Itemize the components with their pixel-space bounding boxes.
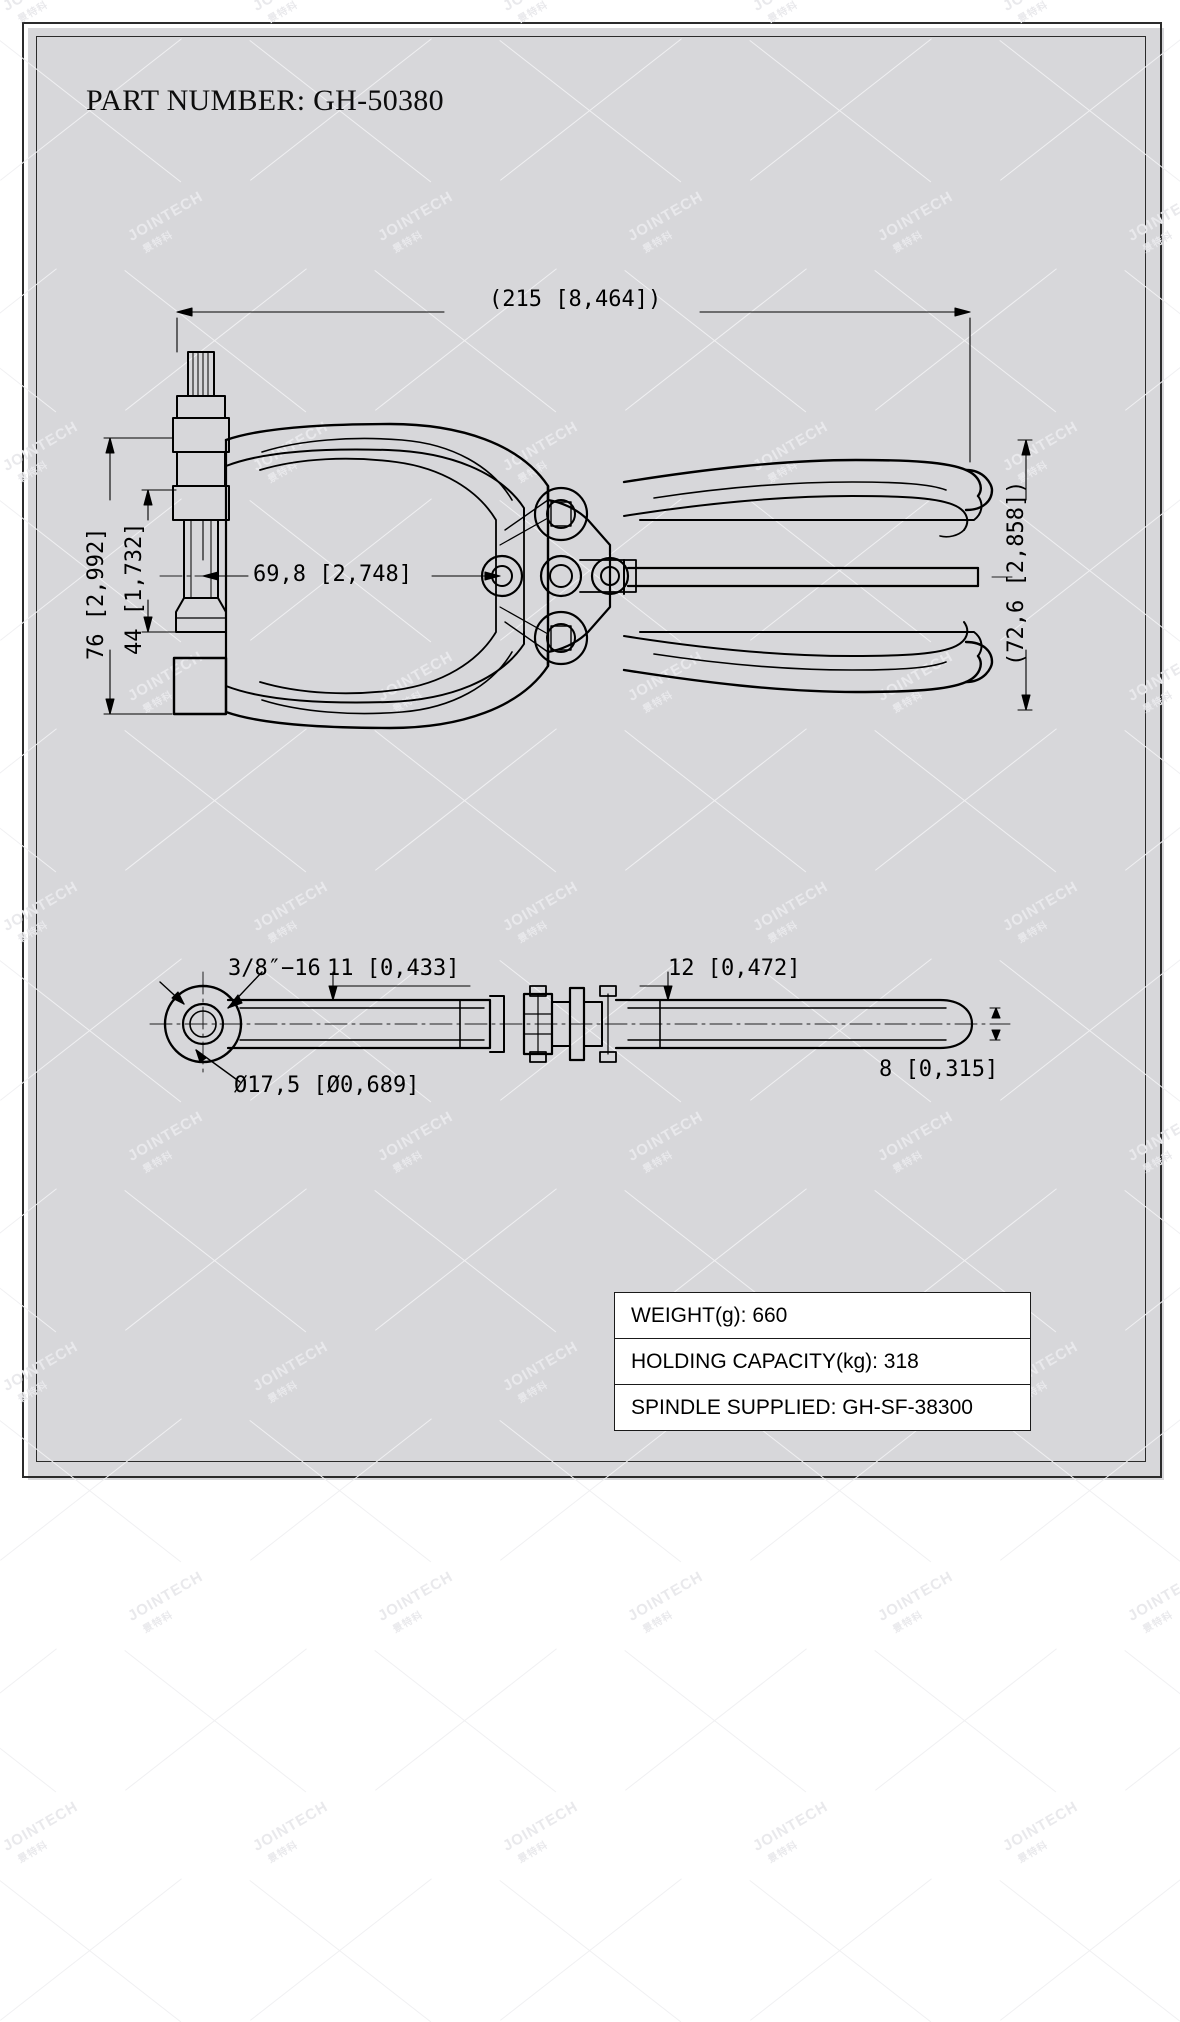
dim-overall-length: (215 [8,464]) bbox=[489, 287, 662, 312]
handle-lower-inner bbox=[623, 621, 969, 657]
watermark-line bbox=[0, 1650, 57, 1793]
spindle-nut-1 bbox=[176, 395, 226, 419]
lower-jaw-outer bbox=[224, 650, 550, 730]
pivot-lower bbox=[533, 610, 589, 666]
page-title: PART NUMBER: GH-50380 bbox=[86, 84, 444, 117]
watermark-line bbox=[0, 1648, 57, 1791]
spindle-nut-2 bbox=[172, 417, 230, 453]
watermark-line bbox=[0, 1880, 182, 2022]
upper-jaw-outer bbox=[224, 422, 550, 502]
dim-base-height: 44 [1,732] bbox=[122, 522, 147, 655]
watermark-line bbox=[874, 1650, 1057, 1793]
spindle-shaft bbox=[183, 519, 219, 599]
pivot-upper bbox=[533, 486, 589, 542]
watermark-line bbox=[750, 1878, 932, 2021]
watermark-line bbox=[624, 1650, 807, 1793]
watermark-line bbox=[249, 1880, 432, 2022]
watermark-line bbox=[374, 1650, 557, 1793]
watermark-line bbox=[875, 1648, 1057, 1791]
spindle-nut-4 bbox=[172, 485, 230, 521]
handle-lower-outer bbox=[622, 654, 982, 694]
watermark-line bbox=[999, 1880, 1180, 2022]
watermark-line bbox=[749, 1880, 932, 2022]
watermark-line bbox=[1125, 1648, 1180, 1791]
handle-upper-inner bbox=[623, 495, 969, 531]
spindle-knurl bbox=[187, 351, 215, 397]
dim-overall-height: 76 [2,992] bbox=[84, 527, 109, 660]
spec-row-weight: WEIGHT(g): 660 bbox=[615, 1293, 1030, 1339]
handle-upper-outer bbox=[622, 458, 982, 498]
watermark-line bbox=[250, 1878, 432, 2021]
spec-row-spindle-supplied: SPINDLE SUPPLIED: GH-SF-38300 bbox=[631, 1396, 973, 1419]
watermark-line bbox=[124, 1650, 307, 1793]
watermark-line bbox=[1000, 1878, 1180, 2021]
dim-thread: 3/8″−16 bbox=[228, 956, 321, 981]
dim-spindle-offset: 69,8 [2,748] bbox=[253, 562, 412, 587]
dim-plate-thickness: 8 [0,315] bbox=[879, 1057, 999, 1082]
watermark-line bbox=[1124, 1650, 1180, 1793]
spindle-nut-3 bbox=[176, 451, 226, 487]
dim-hole-diameter: Ø17,5 [Ø0,689] bbox=[234, 1073, 420, 1098]
dimension-lines-top bbox=[103, 307, 1033, 715]
watermark-line bbox=[500, 1878, 682, 2021]
watermark-line bbox=[375, 1648, 557, 1791]
spec-row-holding-capacity: HOLDING CAPACITY(kg): 318 bbox=[615, 1339, 1030, 1385]
dim-open-height: (72,6 [2,858]) bbox=[1004, 480, 1029, 666]
watermark-line bbox=[499, 1880, 682, 2022]
lower-block bbox=[172, 656, 228, 716]
spec-table: WEIGHT(g): 660 HOLDING CAPACITY(kg): 318… bbox=[614, 1292, 1031, 1431]
watermark-line bbox=[625, 1648, 807, 1791]
watermark-line bbox=[125, 1648, 307, 1791]
spindle-tip bbox=[175, 597, 227, 633]
dim-bar-thickness-left: 11 [0,433] bbox=[327, 956, 460, 981]
watermark-line bbox=[0, 1878, 182, 2021]
dim-bar-thickness-right: 12 [0,472] bbox=[668, 956, 801, 981]
